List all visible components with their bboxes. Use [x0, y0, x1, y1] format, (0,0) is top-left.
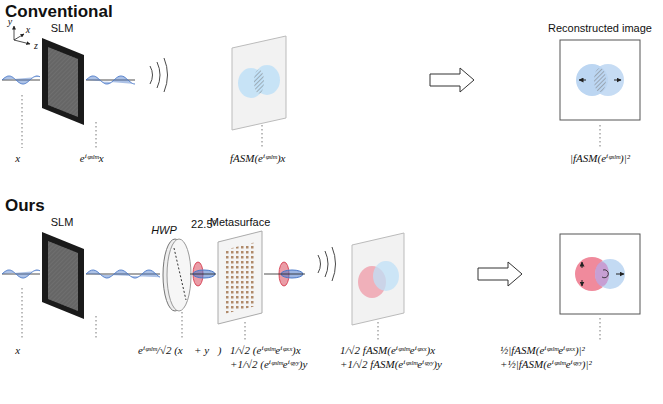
leader-line [262, 125, 263, 148]
axis-label: y [8, 16, 12, 28]
leader-line [22, 288, 23, 340]
leader-line [96, 316, 97, 340]
intensity-expression: +½|fASM(eⁱᵠˢˡᵐeⁱᵠʸʸ)|² [500, 358, 592, 371]
axis-label: z [34, 40, 38, 52]
metasurface-plate [218, 231, 262, 324]
beam-axis [264, 274, 305, 275]
field-expression: +1/√2 fASM(eⁱᵠˢˡᵐeⁱᵠʸʸ)y⃗ [340, 358, 450, 371]
polarized-wave [86, 270, 160, 278]
half-wave-plate [163, 239, 191, 311]
field-expression: x⃗ [15, 344, 28, 357]
leader-line [378, 322, 379, 340]
polarized-wave [86, 76, 135, 84]
field-expression: 1/√2 (eⁱᵠˢˡᵐeⁱᵠˣˣ)x⃗ [230, 344, 309, 357]
leader-line [600, 125, 601, 148]
leader-line [96, 122, 97, 148]
intensity-expression: |fASM(eⁱᵠˢˡᵐ)|² [570, 152, 630, 165]
slm-panel [42, 38, 84, 125]
reconstructed-image-box [560, 40, 640, 120]
slm-panel [42, 232, 84, 319]
component-label: Metasurface [210, 216, 271, 229]
field-expression: +1/√2 (eⁱᵠˢˡᵐeⁱᵠʸʸ)y⃗ [230, 358, 316, 371]
section-title: Ours [5, 196, 45, 216]
field-expression: 1/√2 fASM(eⁱᵠˢˡᵐeⁱᵠˣˣ)x⃗ [340, 344, 444, 357]
leader-line [182, 312, 183, 340]
leader-line [245, 322, 246, 340]
field-expression: eⁱᵠˢˡᵐx⃗ [80, 152, 112, 165]
field-expression: eⁱᵠˢˡᵐ/√2 (x⃗ + y⃗) [138, 344, 221, 357]
field-expression: fASM(eⁱᵠˢˡᵐ)x⃗ [230, 152, 294, 165]
panel-title: Reconstructed image [548, 22, 652, 35]
component-label: SLM [51, 22, 74, 35]
polarized-wave [2, 270, 40, 278]
field-expression: x⃗ [15, 152, 28, 165]
beam-axis [190, 274, 216, 275]
result-arrow [430, 68, 522, 286]
component-label: SLM [51, 216, 74, 229]
leader-line [600, 318, 601, 340]
polarized-wave [2, 76, 40, 84]
image-plane [352, 233, 404, 325]
reconstructed-image-box [560, 234, 640, 314]
leader-line [22, 95, 23, 148]
axis-label: x [26, 24, 30, 36]
intensity-expression: ½|fASM(eⁱᵠˢˡᵐeⁱᵠˣˣ)|² [500, 344, 585, 357]
section-title: Conventional [5, 2, 113, 22]
component-label: HWP [151, 224, 177, 237]
image-plane [232, 36, 286, 130]
